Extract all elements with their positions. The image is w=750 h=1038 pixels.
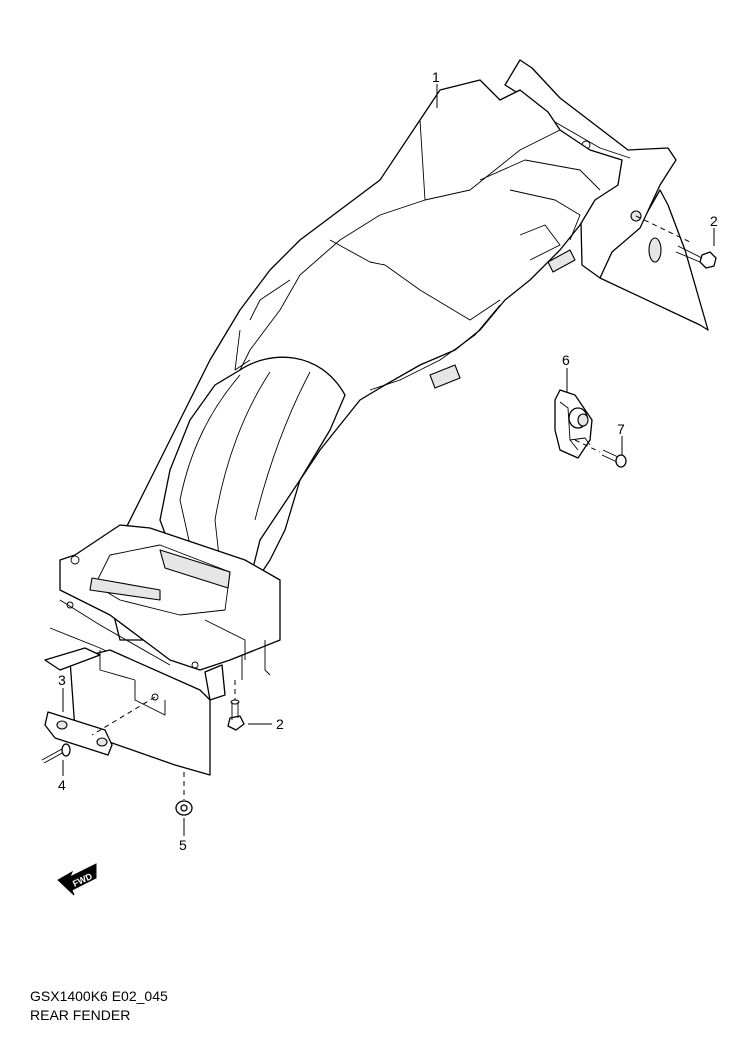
license-lamp-part-6	[554, 389, 593, 459]
callout-6: 6	[562, 352, 570, 368]
callout-2-lower: 2	[276, 716, 284, 732]
bolt-part-2-upper	[675, 245, 717, 269]
rear-fender-part-1	[44, 59, 709, 776]
callout-2-upper: 2	[710, 213, 718, 229]
callout-3: 3	[58, 672, 66, 688]
diagram-title: REAR FENDER	[30, 1007, 131, 1023]
forward-direction-arrow-icon: FWD	[57, 863, 97, 896]
callout-4: 4	[58, 777, 66, 793]
washer-part-5	[175, 800, 193, 816]
callout-5: 5	[179, 837, 187, 853]
plate-bracket-part-3	[44, 711, 113, 756]
callout-1: 1	[432, 69, 440, 85]
screw-part-7	[601, 449, 627, 468]
leader-lines	[62, 84, 715, 836]
rivet-part-4	[41, 743, 71, 764]
bolt-part-2-lower	[227, 699, 245, 731]
diagram-code: GSX1400K6 E02_045	[30, 988, 168, 1004]
callout-7: 7	[617, 421, 625, 437]
